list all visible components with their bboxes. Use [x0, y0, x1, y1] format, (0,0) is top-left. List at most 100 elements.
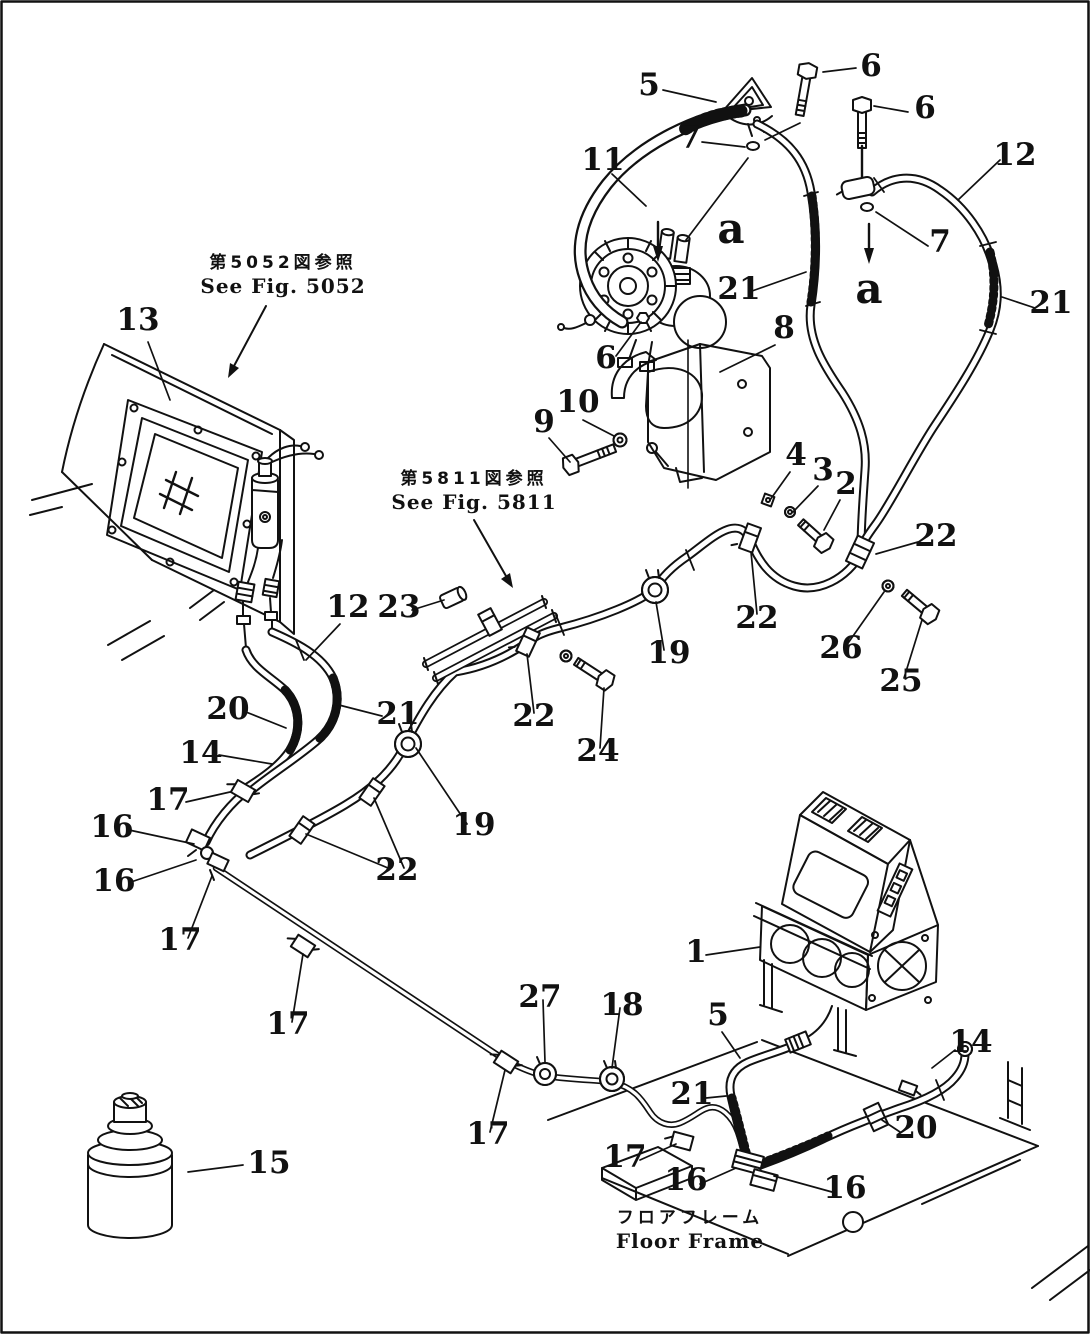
callout-1-37: 1: [685, 934, 707, 970]
arrowhead: [228, 363, 239, 378]
heater-box: [601, 1146, 693, 1201]
callout-11-4: 11: [581, 142, 624, 178]
see-fig-5052-note: 第5052図参照 See Fig. 5052: [200, 253, 365, 298]
callout-27-38: 27: [518, 979, 561, 1015]
ring-27: [533, 1056, 557, 1086]
threaded-fitting-5: [784, 1030, 812, 1054]
arrowhead: [501, 573, 513, 588]
callout-9-15: 9: [533, 404, 555, 440]
callout-6-2: 6: [914, 90, 936, 126]
callout-15-49: 15: [247, 1145, 290, 1181]
clamp-22: [477, 607, 503, 637]
callout-21-27: 21: [376, 696, 419, 732]
washer-24: [559, 649, 573, 663]
bolt-2: [797, 518, 835, 555]
o-ring-7: [860, 202, 874, 212]
callout-12-20: 12: [326, 589, 369, 625]
o-ring-7: [746, 141, 760, 151]
callout-4-16: 4: [785, 437, 807, 473]
callout-19-34: 19: [452, 807, 495, 843]
washer-10: [612, 432, 628, 448]
elbow-ring-14: [957, 1041, 973, 1057]
callout-17-46: 17: [603, 1139, 646, 1175]
callout-6-1: 6: [860, 48, 882, 84]
callout-17-31: 17: [146, 782, 189, 818]
callout-7-7: 7: [929, 224, 951, 260]
callout-a-9: a: [855, 264, 882, 313]
floor-frame-jp: フロアフレーム: [616, 1208, 764, 1228]
refrigerant-canister: [87, 1092, 173, 1239]
callout-20-26: 20: [206, 691, 249, 727]
clamp-17: [489, 1049, 523, 1075]
callout-13-11: 13: [116, 302, 159, 338]
cover-bracket: [610, 343, 771, 483]
clamp-17: [286, 933, 320, 959]
callout-10-14: 10: [556, 384, 599, 420]
callout-7-3: 7: [679, 120, 701, 156]
ring-clamp-18: [599, 1060, 625, 1092]
bolt-6: [794, 62, 819, 117]
callout-16-48: 16: [823, 1170, 866, 1206]
callout-8-12: 8: [773, 310, 795, 346]
floor-frame-en: Floor Frame: [615, 1229, 765, 1254]
fasteners: [184, 62, 973, 1192]
callout-2-18: 2: [835, 466, 857, 502]
cap-23: [439, 585, 468, 610]
callout-23-21: 23: [377, 589, 420, 625]
air-conditioner-unit: [753, 791, 939, 1057]
clamp-20: [862, 1101, 890, 1133]
clamp-17: [226, 778, 260, 804]
bolt-9: [561, 443, 618, 477]
small-clamp: [897, 1079, 922, 1097]
bolt-6: [852, 96, 872, 149]
callout-a-6: a: [717, 204, 744, 253]
mount-bracket: [999, 1061, 1031, 1131]
see-fig-5811-en: See Fig. 5811: [391, 490, 557, 515]
arrowhead: [653, 246, 663, 262]
elbow-fitting: [835, 175, 876, 201]
callout-5-40: 5: [707, 997, 729, 1033]
bolt-24: [572, 656, 616, 692]
floor-frame-label: フロアフレーム Floor Frame: [616, 1208, 764, 1253]
bolt-25: [900, 588, 941, 626]
see-fig-5052-jp: 第5052図参照: [209, 253, 357, 273]
callout-3-17: 3: [812, 452, 834, 488]
callout-19-22: 19: [647, 635, 690, 671]
see-fig-5811-jp: 第5811図参照: [400, 469, 548, 489]
callout-17-41: 17: [266, 1006, 309, 1042]
hoses: [201, 103, 1002, 1173]
callout-21-8: 21: [717, 271, 760, 307]
callout-22-19: 22: [914, 518, 957, 554]
callout-16-33: 16: [92, 863, 135, 899]
clamp-22: [358, 777, 386, 807]
washer-26: [881, 579, 895, 593]
floor-frame: [547, 1039, 1090, 1301]
washer-3: [784, 506, 796, 518]
callout-22-28: 22: [512, 698, 555, 734]
callout-12-5: 12: [993, 137, 1036, 173]
receiver-drier: [251, 442, 324, 549]
callout-18-39: 18: [600, 987, 643, 1023]
reference-arrows: [228, 220, 874, 588]
union-16-bottom: [731, 1148, 779, 1192]
condenser-panel: [29, 343, 324, 661]
callout-14-30: 14: [179, 735, 222, 771]
clamp-22: [507, 626, 541, 658]
callout-21-10: 21: [1029, 285, 1072, 321]
callout-22-25: 22: [735, 600, 778, 636]
panel-hatch-mark: [158, 470, 200, 516]
callout-17-45: 17: [466, 1116, 509, 1152]
callout-16-32: 16: [90, 809, 133, 845]
clamp-22: [730, 522, 763, 554]
see-fig-5052-en: See Fig. 5052: [200, 274, 366, 299]
callout-26-23: 26: [819, 630, 862, 666]
panel-hose-fittings: [234, 539, 283, 649]
callout-17-36: 17: [158, 922, 201, 958]
ring-clamp-19: [394, 723, 422, 758]
ring-clamp-19: [641, 569, 669, 604]
clamp-22: [844, 534, 876, 570]
